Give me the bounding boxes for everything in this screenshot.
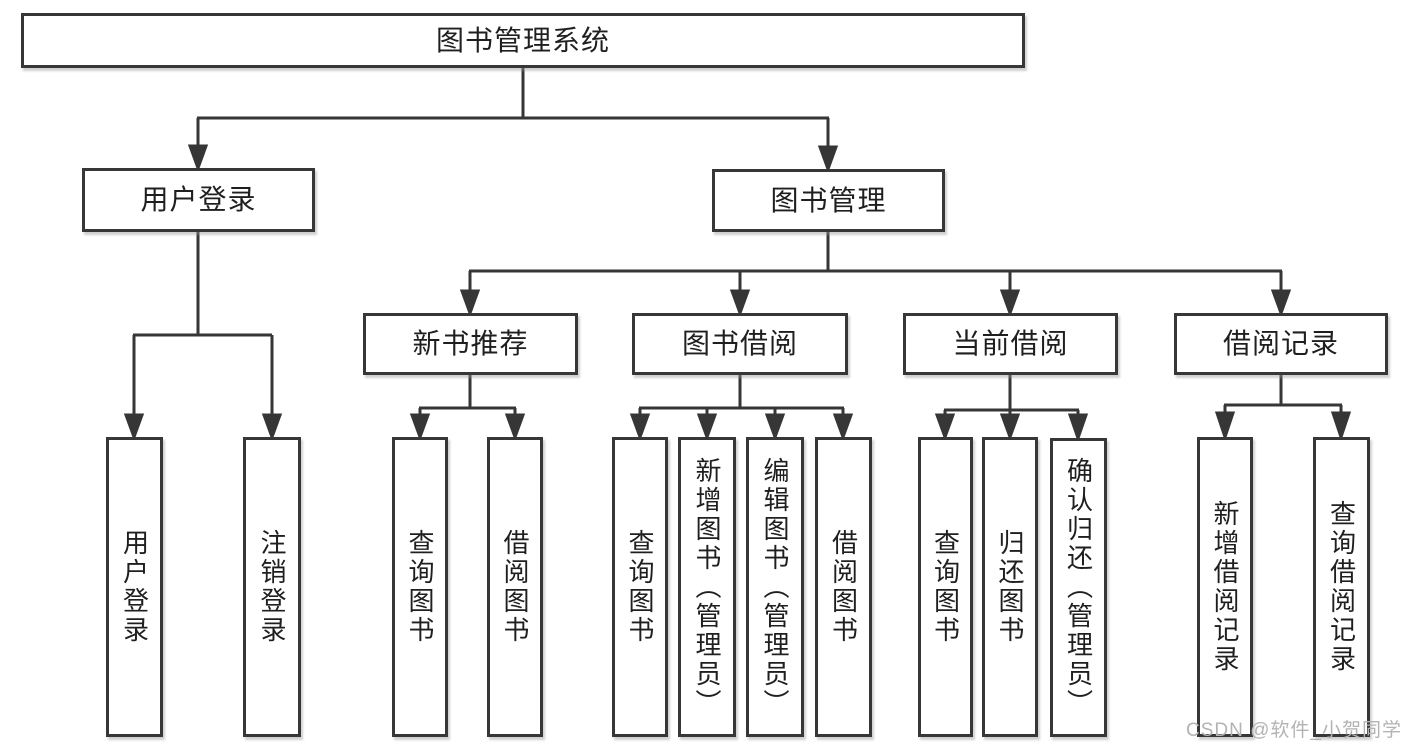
node-book-management: 图书管理 [712,169,945,232]
leaf-borrow-add-books-admin: 新增图书（管理员） [678,437,736,737]
node-root-system: 图书管理系统 [21,13,1025,68]
connector-borrow-records-to-leaves [1214,375,1352,442]
connector-new-book-to-leaves [409,375,526,442]
leaf-current-confirm-return-admin: 确认归还（管理员） [1050,438,1107,737]
arrowhead [729,289,751,318]
node-user-login: 用户登录 [82,168,315,232]
arrowhead [696,413,718,442]
arrowhead [1214,411,1236,442]
arrowhead [817,145,839,174]
arrowhead [999,289,1021,318]
leaf-logout: 注销登录 [243,437,301,737]
connector-root-to-level2 [187,68,839,174]
arrowhead [504,413,526,442]
connector-current-borrow-to-leaves [934,375,1089,443]
arrowhead [1270,289,1292,318]
arrowhead [1067,413,1089,443]
arrowhead [123,413,145,442]
leaf-current-query-books: 查询图书 [918,437,973,737]
leaf-records-add-record: 新增借阅记录 [1197,437,1253,737]
arrowhead [934,413,956,442]
arrowhead [409,413,431,442]
arrowhead [999,413,1021,442]
connector-book-borrow-to-leaves [629,375,854,442]
arrowhead [764,413,786,442]
node-current-borrow: 当前借阅 [903,313,1118,375]
node-book-borrow: 图书借阅 [632,313,848,375]
leaf-borrow-query-books: 查询图书 [612,437,668,737]
leaf-user-login: 用户登录 [106,437,163,737]
connector-user-login-to-leaves [123,232,283,442]
arrowhead [832,413,854,442]
arrowhead [459,289,481,318]
node-new-book-recommend: 新书推荐 [363,313,578,375]
arrowhead [261,413,283,442]
leaf-current-return-books: 归还图书 [982,437,1038,737]
leaf-newbook-query-books: 查询图书 [392,437,448,737]
arrowhead [629,413,651,442]
connector-book-mgmt-to-level3 [459,232,1292,318]
leaf-records-query-record: 查询借阅记录 [1313,437,1370,737]
leaf-borrow-borrow-books: 借阅图书 [815,437,872,737]
leaf-newbook-borrow-books: 借阅图书 [487,437,543,737]
arrowhead [187,144,209,173]
csdn-watermark: CSDN @软件_小贺同学 [1186,720,1402,741]
arrowhead [1330,411,1352,442]
node-borrow-records: 借阅记录 [1174,313,1388,375]
leaf-borrow-edit-books-admin: 编辑图书（管理员） [746,437,804,737]
